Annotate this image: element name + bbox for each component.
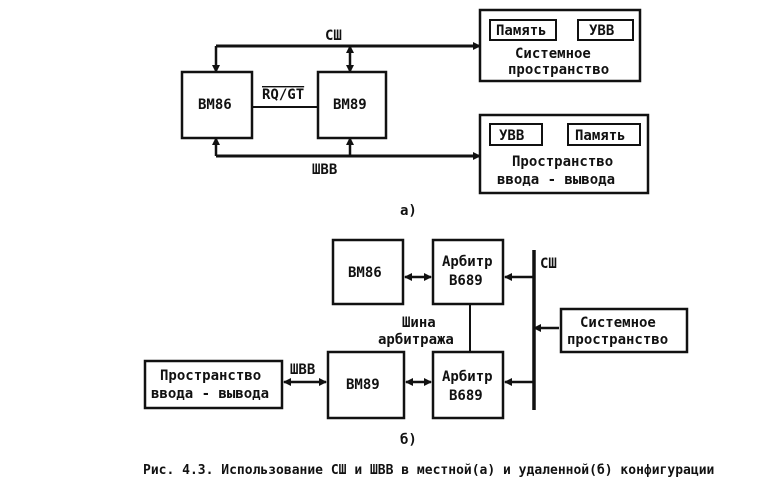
io-bus-label-b: ШВВ [290, 362, 315, 378]
cpu-box-a [180, 70, 254, 140]
arbitration-bus-line2: арбитража [378, 332, 454, 348]
io-space-line2-a: ввода - вывода [497, 172, 615, 188]
memory-label-a-bottom: Память [575, 128, 626, 144]
system-space-line2-b: пространство [567, 332, 668, 348]
memory-box-a-top [489, 19, 557, 41]
coproc-label-a: ВМ89 [333, 97, 367, 113]
io-device-label-a-bottom: УВВ [499, 128, 524, 144]
arbiter-bottom-line2: В689 [449, 388, 483, 404]
cpu-box-b [331, 238, 405, 306]
arbitration-bus-line1: Шина [402, 315, 436, 331]
coproc-label-b: ВМ89 [346, 377, 380, 393]
coproc-box-b [326, 350, 406, 420]
io-space-line1-a: Пространство [512, 154, 613, 170]
io-space-box-b [143, 359, 284, 410]
arbiter-top-line1: Арбитр [442, 254, 493, 270]
io-space-line2-b: ввода - вывода [151, 386, 269, 402]
arbiter-top-line2: В689 [449, 273, 483, 289]
system-space-line1-a: Системное [515, 46, 591, 62]
arbiter-bottom-line1: Арбитр [442, 369, 493, 385]
system-space-line2-a: пространство [508, 62, 609, 78]
io-device-box-a-bottom [489, 123, 543, 146]
system-bus-label-b: СШ [540, 256, 557, 272]
rqgt-label: RQ/GT [262, 87, 304, 103]
io-space-line1-b: Пространство [160, 368, 261, 384]
io-bus-label: ШВВ [312, 162, 337, 178]
arbiter-box-top [431, 238, 505, 306]
system-bus-label: СШ [325, 28, 342, 44]
coproc-box-a [316, 70, 388, 140]
system-space-line1-b: Системное [580, 315, 656, 331]
diagram-b: СШ ВМ86 Арбитр В689 Шина арбитража Систе… [143, 238, 689, 448]
diagram-a: СШ ШВВ ВМ86 RQ/GT ВМ89 Память УВВ Систем… [180, 8, 650, 219]
system-space-box-b [559, 307, 689, 354]
io-device-box-a-top [577, 19, 634, 41]
arbiter-box-bottom [431, 350, 505, 420]
cpu-label-a: ВМ86 [198, 97, 232, 113]
diagram-b-label: б) [400, 432, 417, 448]
io-device-label-a-top: УВВ [589, 23, 614, 39]
cpu-label-b: ВМ86 [348, 265, 382, 281]
figure-caption: Рис. 4.3. Использование СШ и ШВВ в местн… [143, 463, 715, 478]
diagram-a-label: а) [400, 203, 417, 219]
memory-label-a-top: Память [496, 23, 547, 39]
memory-box-a-bottom [567, 123, 641, 146]
